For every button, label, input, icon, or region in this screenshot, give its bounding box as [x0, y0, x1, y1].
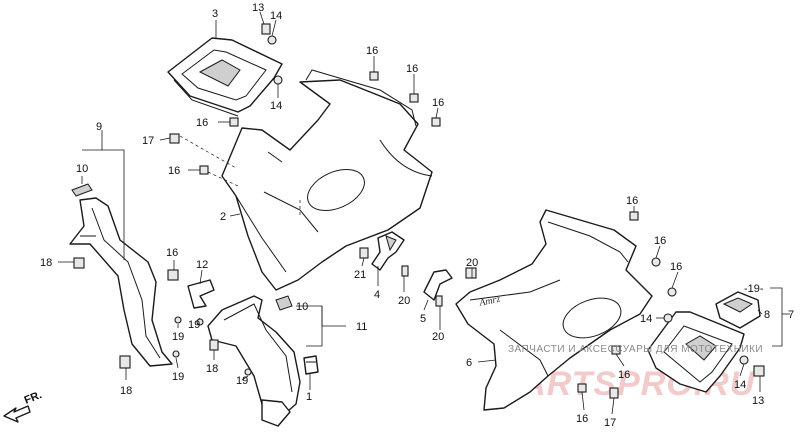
callout-1: 1: [306, 391, 312, 403]
leader-lines: [58, 11, 790, 415]
callout-19: 19: [236, 375, 248, 387]
part-11-lower-cover: [207, 295, 301, 427]
callout-19: 19: [172, 371, 184, 383]
callout-16: 16: [618, 369, 630, 381]
part-10-clip-middle: [275, 295, 293, 311]
callout-10: 10: [296, 301, 308, 313]
part-4-stay: [371, 231, 405, 271]
callout-18: 18: [120, 385, 132, 397]
callout-2: 2: [220, 211, 226, 223]
callout-15: 16: [166, 247, 178, 259]
callout-16: 16: [670, 261, 682, 273]
decal-label: Amrz: [477, 294, 501, 309]
callout-18: 18: [40, 257, 52, 269]
part-2-main-cowl: [221, 69, 433, 291]
callout-13: 13: [752, 395, 764, 407]
callout-21: 21: [354, 269, 366, 281]
callout-8: 8: [764, 309, 770, 321]
callout-19-group: -19-: [744, 283, 764, 295]
callout-19: 19: [172, 331, 184, 343]
fasteners: [73, 23, 765, 399]
callout-16: 16: [432, 97, 444, 109]
callout-20: 20: [466, 257, 478, 269]
callout-9: 9: [96, 121, 102, 133]
part-5-stay: [423, 269, 453, 301]
callout-7: 7: [788, 309, 794, 321]
callout-20: 20: [432, 331, 444, 343]
callout-18: 18: [206, 363, 218, 375]
callout-16: 16: [196, 117, 208, 129]
callout-17: 17: [604, 417, 616, 429]
part-1-grommet: [303, 355, 319, 375]
callout-16: 16: [626, 195, 638, 207]
callout-17: 17: [142, 135, 154, 147]
part-12-bracket: [187, 279, 215, 309]
callout-16: 16: [654, 235, 666, 247]
callout-numbers: 3 13 14 14 16 16 16 16 16 17 9 10 2 18 1…: [40, 2, 794, 429]
callout-13: 13: [252, 2, 264, 14]
callout-14: 14: [270, 10, 282, 22]
callout-14: 14: [640, 313, 652, 325]
front-direction-label: FR.: [23, 389, 44, 407]
part-6-right-cowl: Amrz: [455, 209, 653, 411]
watermark-text: ЗАПЧАСТИ И АКСЕССУАРЫ ДЛЯ МОТОТЕХНИКИ: [508, 344, 763, 355]
callout-4: 4: [374, 289, 380, 301]
callout-16: 16: [406, 63, 418, 75]
callout-3: 3: [212, 8, 218, 20]
part-7-right-inner: [647, 311, 745, 393]
callout-16: 16: [168, 165, 180, 177]
callout-16: 16: [366, 45, 378, 57]
callout-12: 12: [196, 259, 208, 271]
callout-6: 6: [466, 357, 472, 369]
part-8-clip-right: [715, 291, 761, 329]
part-9-side-cover: [69, 197, 173, 367]
callout-11: 11: [356, 321, 367, 333]
part-10-clip-left: [71, 183, 93, 197]
callout-19: 19: [188, 319, 200, 331]
callout-10: 10: [76, 163, 88, 175]
front-direction-arrow: [3, 405, 31, 423]
callout-14: 14: [270, 100, 282, 112]
part-3-inner-panel: [167, 37, 283, 117]
callout-16: 16: [576, 413, 588, 425]
callout-5: 5: [420, 313, 426, 325]
callout-14: 14: [734, 379, 746, 391]
callout-20: 20: [398, 295, 410, 307]
